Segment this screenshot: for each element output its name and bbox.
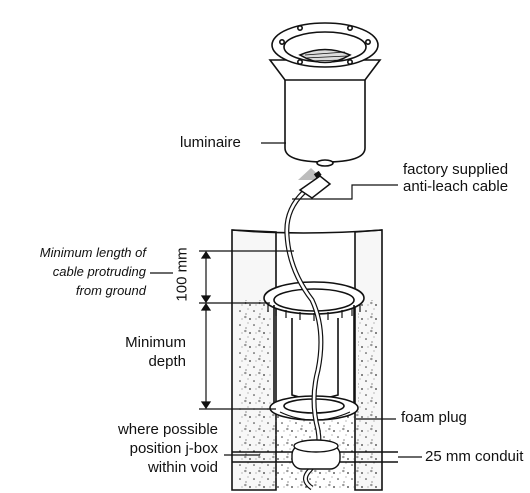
minimum-depth-label: Minimum depth <box>100 333 186 371</box>
cable-label-line1: factory supplied <box>403 161 509 178</box>
min-length-line1: Minimum length of <box>39 245 146 260</box>
dimension-lines <box>199 250 294 410</box>
conduit-label: 25 mm conduit <box>425 448 524 465</box>
leader-lines <box>150 184 422 458</box>
luminaire-drawing <box>268 22 382 167</box>
minimum-depth-line1: Minimum <box>125 334 186 351</box>
cable <box>284 170 332 491</box>
dimension-100mm-label: 100 mm <box>173 247 191 302</box>
luminaire-label: luminaire <box>180 134 241 151</box>
jbox-line3: within void <box>147 459 218 476</box>
cable-label-line2: anti-leach cable <box>403 178 509 195</box>
conduit <box>232 439 398 470</box>
minimum-depth-line2: depth <box>148 353 186 370</box>
min-length-line2: cable protruding <box>52 264 146 279</box>
min-length-line3: from ground <box>75 283 146 298</box>
jbox-line1: where possible <box>117 421 218 438</box>
jbox-line2: position j-box <box>129 440 218 457</box>
foam-plug-label: foam plug <box>401 409 467 426</box>
min-length-note: Minimum length of cable protruding from … <box>6 243 146 300</box>
jbox-note: where possible position j-box within voi… <box>70 420 218 477</box>
